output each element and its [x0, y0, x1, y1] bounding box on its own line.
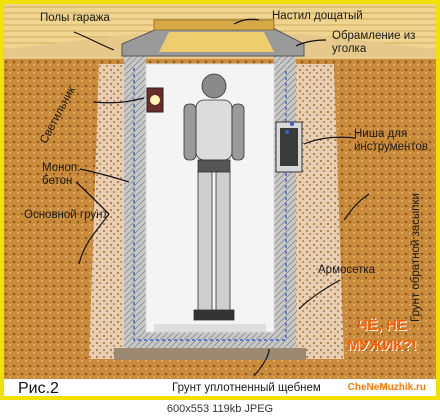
site-watermark: CheNeMuzhik.ru	[347, 382, 426, 393]
leader-arrows	[73, 18, 370, 377]
left-concrete-wall	[124, 56, 146, 346]
label-tool-niche: Ниша для инструментов	[354, 128, 428, 153]
label-mesh: Армосетка	[318, 264, 376, 276]
person-figure	[183, 73, 245, 321]
label-garage-floor: Полы гаража	[40, 12, 110, 24]
label-backfill: Грунт обратной засыпки	[410, 193, 422, 322]
right-concrete-wall	[274, 56, 296, 346]
tool-niche-box	[275, 121, 303, 173]
label-compacted-gravel: Грунт уплотненный щебнем	[172, 382, 321, 394]
image-info-bar: 600x553 119kb JPEG	[0, 400, 440, 419]
gravel-base	[114, 348, 306, 360]
lamp-icon	[146, 87, 164, 113]
stamp-logo: ЧЁ, НЕ МУЖИК?!	[347, 317, 417, 354]
label-angle-frame: Обрамление из уголка	[332, 30, 416, 55]
label-plank-cover: Настил дощатый	[272, 10, 363, 22]
plank-cover	[153, 19, 275, 31]
label-mono-concrete: Моноп. бетон	[42, 162, 81, 187]
diagram-frame: Полы гаража Настил дощатый Обрамление из…	[0, 0, 440, 400]
label-main-soil: Основной грунт	[24, 209, 108, 221]
pit-illustration	[4, 4, 436, 379]
mesh-lines	[133, 68, 287, 341]
figure-number: Рис.2	[18, 380, 59, 397]
